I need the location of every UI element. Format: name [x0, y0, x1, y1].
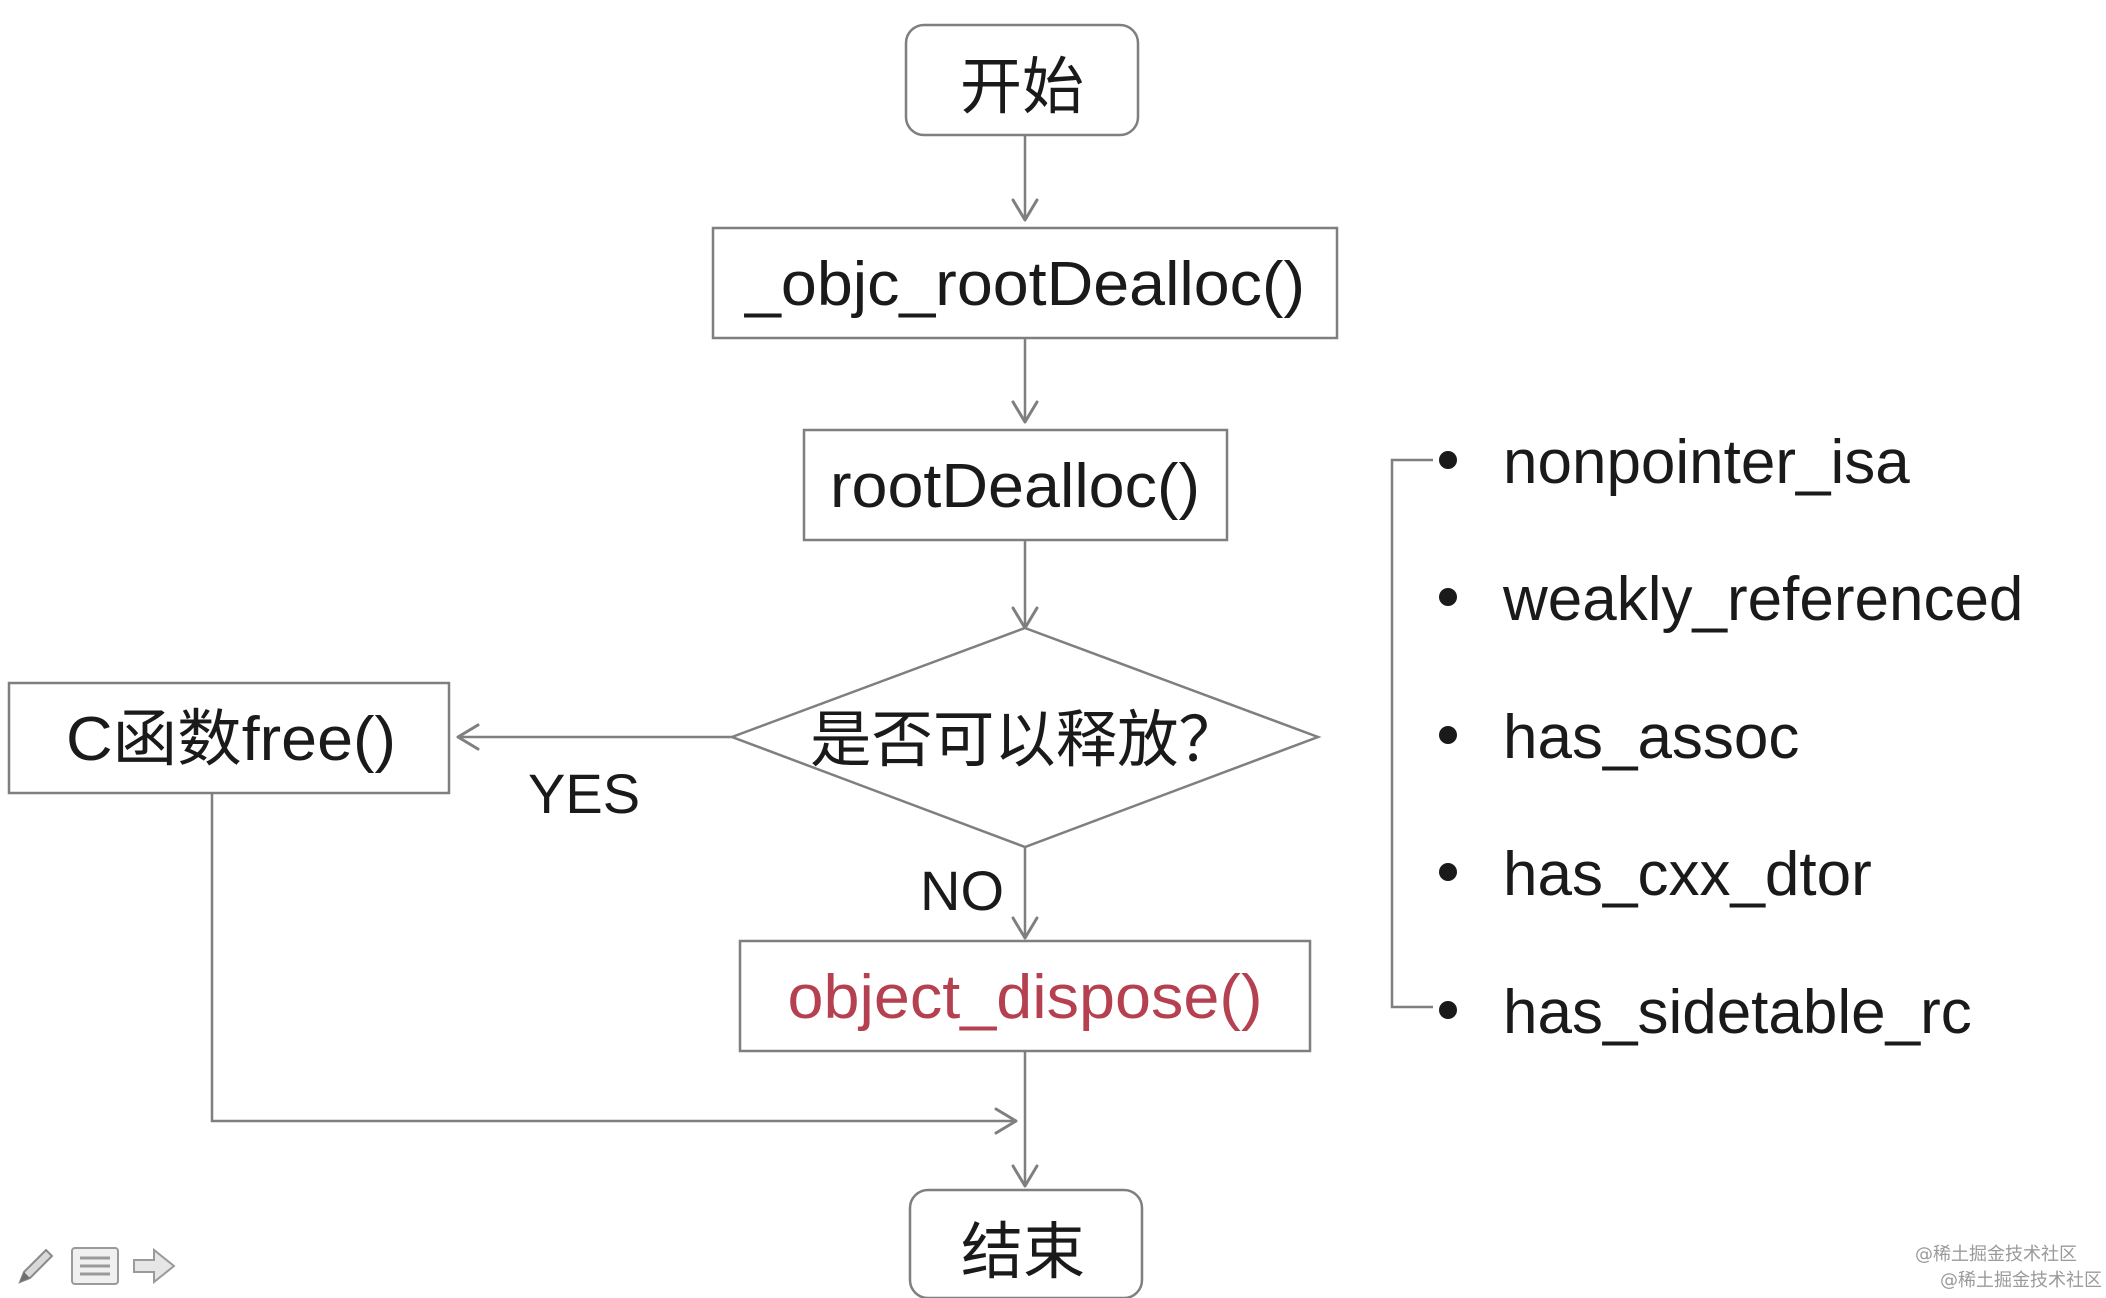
flags-bracket	[1390, 458, 1433, 1009]
node-end: 结束	[908, 1188, 1144, 1298]
node-decision: 是否可以释放？	[728, 626, 1322, 849]
node-start: 开始	[904, 23, 1140, 137]
arrowhead-icon	[1011, 400, 1039, 424]
connectors	[210, 135, 1039, 1188]
toolbar-menu[interactable]	[70, 1242, 119, 1290]
node-end-label: 结束	[961, 1218, 1085, 1287]
node-start-label: 开始	[960, 53, 1084, 122]
node-root-dealloc-label: rootDealloc()	[830, 452, 1200, 521]
toolbar-next[interactable]	[130, 1242, 178, 1290]
bullet-dot	[1439, 863, 1457, 881]
flags-group: nonpointer_isa weakly_referenced has_ass…	[1390, 428, 2023, 1047]
edge-label-yes: YES	[528, 762, 640, 825]
toolbar-pencil[interactable]	[12, 1242, 60, 1290]
edge-label-no: NO	[920, 859, 1004, 922]
node-object-dispose-label: object_dispose()	[788, 963, 1263, 1032]
bullet-dot	[1439, 1001, 1457, 1019]
bullet-dot	[1439, 588, 1457, 606]
flag-item: has_assoc	[1503, 703, 1799, 772]
arrowhead-icon	[994, 1107, 1018, 1135]
flag-item: weakly_referenced	[1502, 565, 2023, 634]
next-arrow-icon	[133, 1247, 176, 1285]
watermark-echo: @稀土掘金技术社区	[1940, 1270, 2102, 1291]
node-c-free: C函数free()	[7, 681, 451, 795]
arrowhead-icon	[456, 723, 480, 751]
flag-item: has_sidetable_rc	[1503, 978, 1972, 1047]
menu-icon	[71, 1247, 119, 1285]
flag-item: has_cxx_dtor	[1503, 840, 1872, 909]
pencil-icon	[18, 1248, 54, 1284]
bullet-dot	[1439, 726, 1457, 744]
arrowhead-icon	[1011, 1164, 1039, 1188]
arrowhead-icon	[1011, 916, 1039, 940]
bullet-dot	[1439, 451, 1457, 469]
flag-item: nonpointer_isa	[1503, 428, 1910, 497]
watermark: @稀土掘金技术社区	[1915, 1244, 2077, 1265]
node-objc-root-dealloc: _objc_rootDealloc()	[711, 226, 1339, 340]
arrowhead-icon	[1011, 198, 1039, 222]
node-object-dispose: object_dispose()	[738, 939, 1312, 1053]
node-decision-label: 是否可以释放？	[810, 706, 1240, 775]
edge-free-to-end	[210, 793, 1016, 1123]
node-objc-root-dealloc-label: _objc_rootDealloc()	[744, 250, 1305, 319]
node-root-dealloc: rootDealloc()	[802, 428, 1229, 542]
node-c-free-label: C函数free()	[66, 705, 396, 774]
